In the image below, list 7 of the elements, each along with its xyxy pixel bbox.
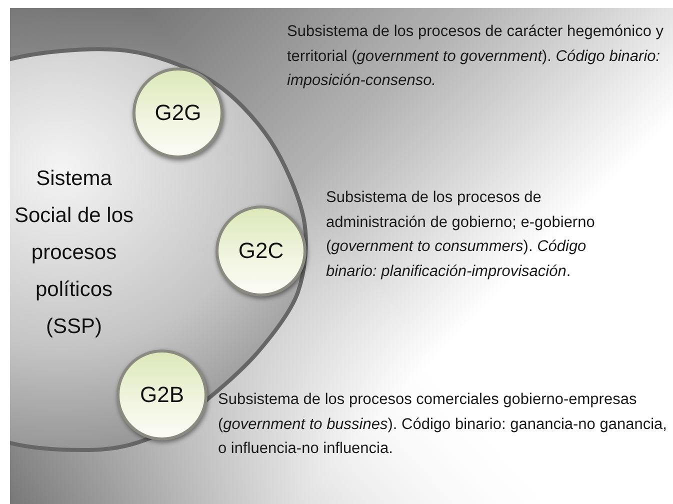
description-text: Subsistema de los procesos comerciales gobierno-empresas (government to bussines). Código binario: ganancia-no ganancia, o influencia-no influencia. [218,390,668,459]
subsystem-label: G2B [138,382,186,408]
description-text: Subsistema de los procesos de carácter hegemónico y territorial (government to government). Código binario: imposición-consenso. [287,22,665,91]
subsystem-label: G2G [154,100,202,126]
subsystem-label: G2C [237,238,285,264]
description-text: Subsistema de los procesos de administración de gobierno; e-gobierno (government to consummers). Código binario: planificación-improvisación. [326,188,596,282]
system-label: Sistema Social de los procesos políticos (SSP) [13,166,135,340]
